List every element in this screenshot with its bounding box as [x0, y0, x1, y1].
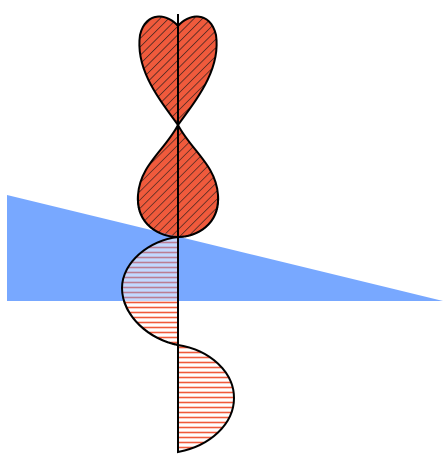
wave-right-lobe — [178, 345, 234, 452]
blue-wedge — [7, 195, 443, 301]
